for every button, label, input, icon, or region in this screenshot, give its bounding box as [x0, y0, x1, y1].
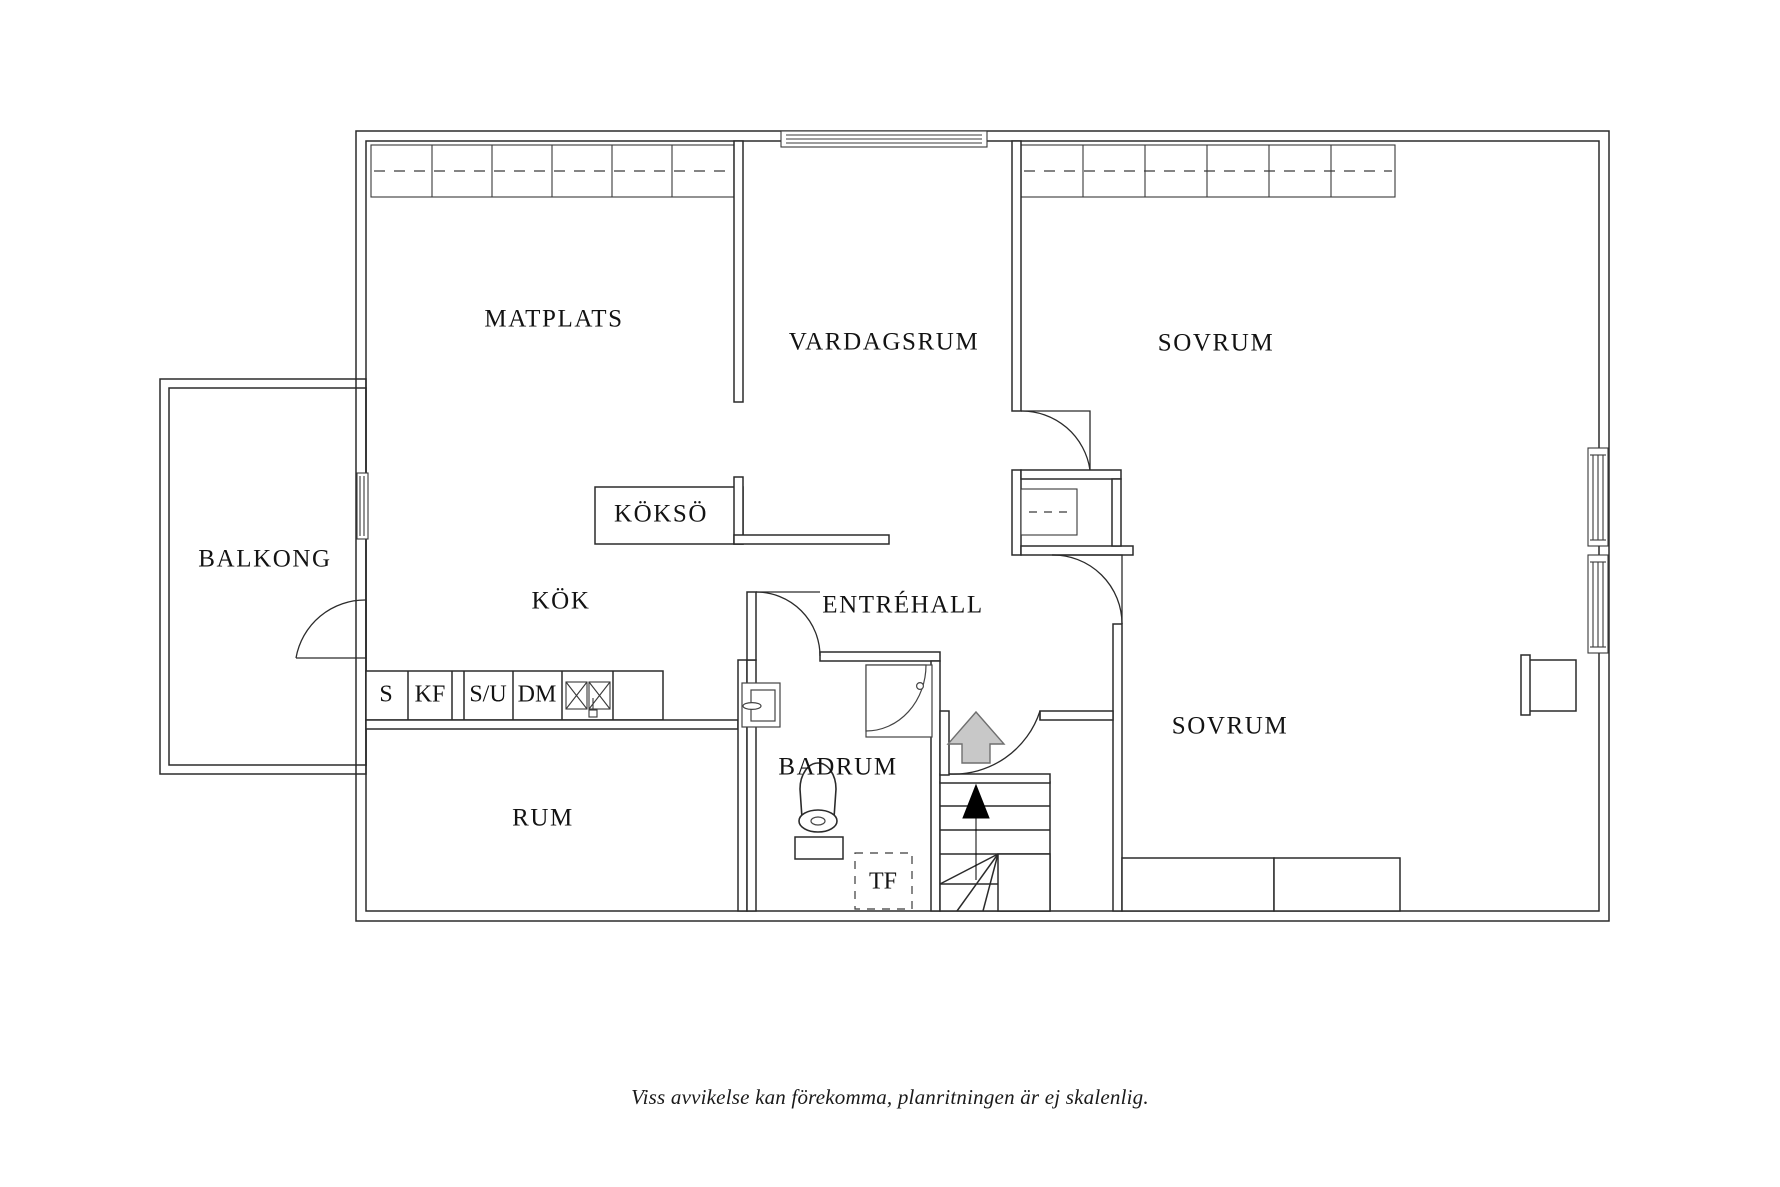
wall-kitchen-stub [733, 476, 890, 545]
tf-appliance-box [854, 852, 913, 910]
appliance-label-su: S/U [469, 682, 506, 708]
wc-toilet [798, 762, 838, 833]
tf-label: TF [869, 869, 897, 895]
balcony-door-swing [295, 599, 367, 659]
sovrum-bottom-closets [1121, 857, 1401, 912]
room-label-kok: KÖK [532, 588, 591, 615]
room-label-badrum: BADRUM [778, 754, 897, 781]
door-swing-sovrum-top [1020, 410, 1091, 471]
wall-hall-upper [1011, 469, 1134, 556]
room-label-balkong: BALKONG [198, 546, 331, 573]
kitchen-appliance-run [365, 670, 664, 721]
room-label-entrehall: ENTRÉHALL [822, 591, 984, 619]
room-label-matplats: MATPLATS [484, 306, 623, 333]
wall-hall-sovrum-bottom [1112, 623, 1123, 912]
gray-entry-arrow [946, 710, 1006, 764]
wall-vardagsrum-sovrum [1011, 140, 1022, 412]
bathroom-vanity [741, 682, 781, 728]
room-label-koekso: KÖKSÖ [614, 501, 708, 528]
wall-badrum-top [746, 591, 941, 912]
toilet-cistern [794, 836, 844, 860]
corner-shower [865, 664, 933, 738]
winder-staircase [939, 781, 1051, 912]
sovrum-bottom-niche [1520, 654, 1577, 716]
balcony-wall-window [356, 472, 369, 540]
door-swing-badrum [755, 591, 821, 657]
door-swing-stair-hall [948, 710, 1041, 775]
window-right-lower [1587, 554, 1609, 654]
appliance-label-dm: DM [518, 682, 557, 708]
room-label-sovrum-top: SOVRUM [1158, 330, 1275, 357]
plan-disclaimer-caption: Viss avvikelse kan förekomma, planritnin… [631, 1085, 1149, 1109]
door-swing-sovrum-bottom [1051, 554, 1123, 625]
room-label-rum: RUM [512, 805, 574, 832]
window-vardagsrum-top [780, 130, 988, 148]
room-label-vardagsrum: VARDAGSRUM [789, 329, 980, 356]
window-matplats-top [370, 144, 735, 198]
window-right-upper [1587, 447, 1609, 547]
wall-stair-landing [939, 710, 1114, 784]
balcony-structure [159, 378, 367, 775]
wall-matplats-vardagsrum [733, 140, 744, 403]
kitchen-island [594, 486, 744, 545]
room-label-sovrum-bottom: SOVRUM [1172, 713, 1289, 740]
wall-kok-rum [365, 719, 739, 730]
appliance-label-kf: KF [415, 682, 446, 708]
appliance-label-s: S [379, 682, 392, 708]
window-sovrum-top [1020, 144, 1396, 198]
